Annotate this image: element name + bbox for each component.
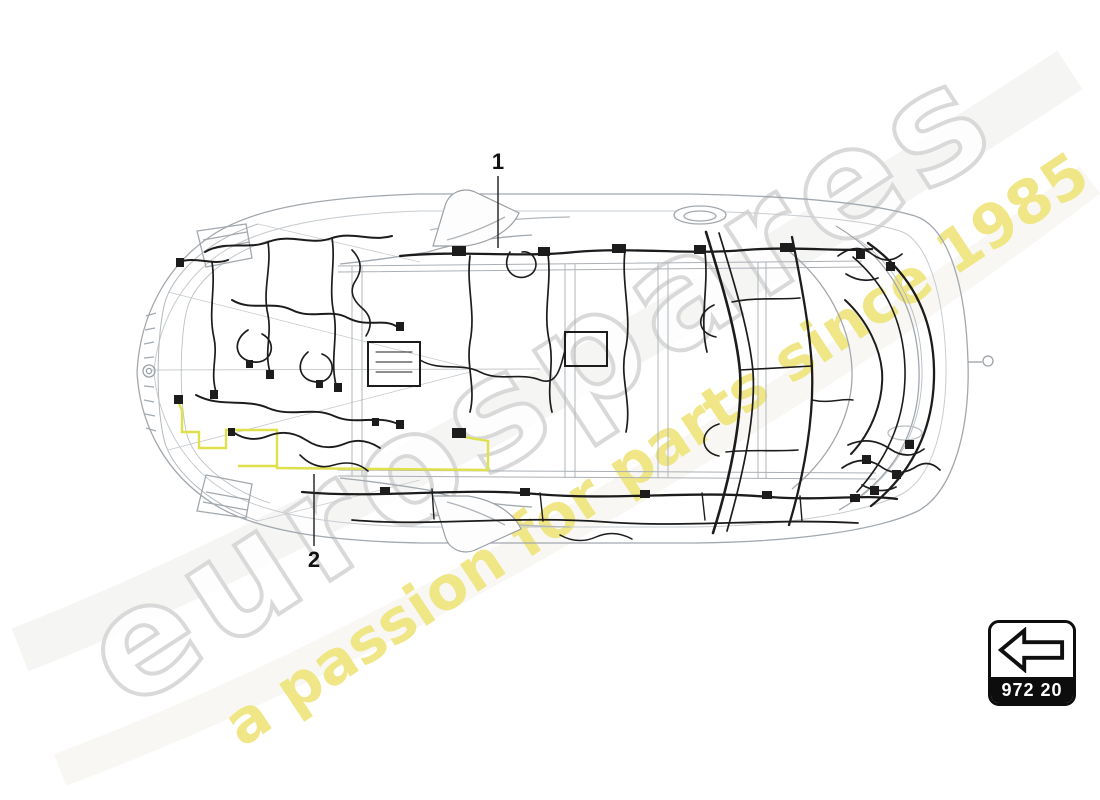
callout-1-label[interactable]: 1 [491,149,505,174]
wiring-harness-lines [174,230,941,542]
part-ref-box[interactable]: 972 20 [988,620,1076,706]
callout-2-label[interactable]: 2 [307,547,321,572]
connector-blocks [174,243,914,502]
back-arrow-icon[interactable] [991,623,1073,677]
callout-leader-lines [313,176,499,546]
watermark-brand-text: eurospares [53,25,1027,742]
part-code-badge: 972 20 [991,677,1073,703]
watermark-swoosh [11,50,1100,786]
highlighted-harness-part-2 [177,403,490,472]
